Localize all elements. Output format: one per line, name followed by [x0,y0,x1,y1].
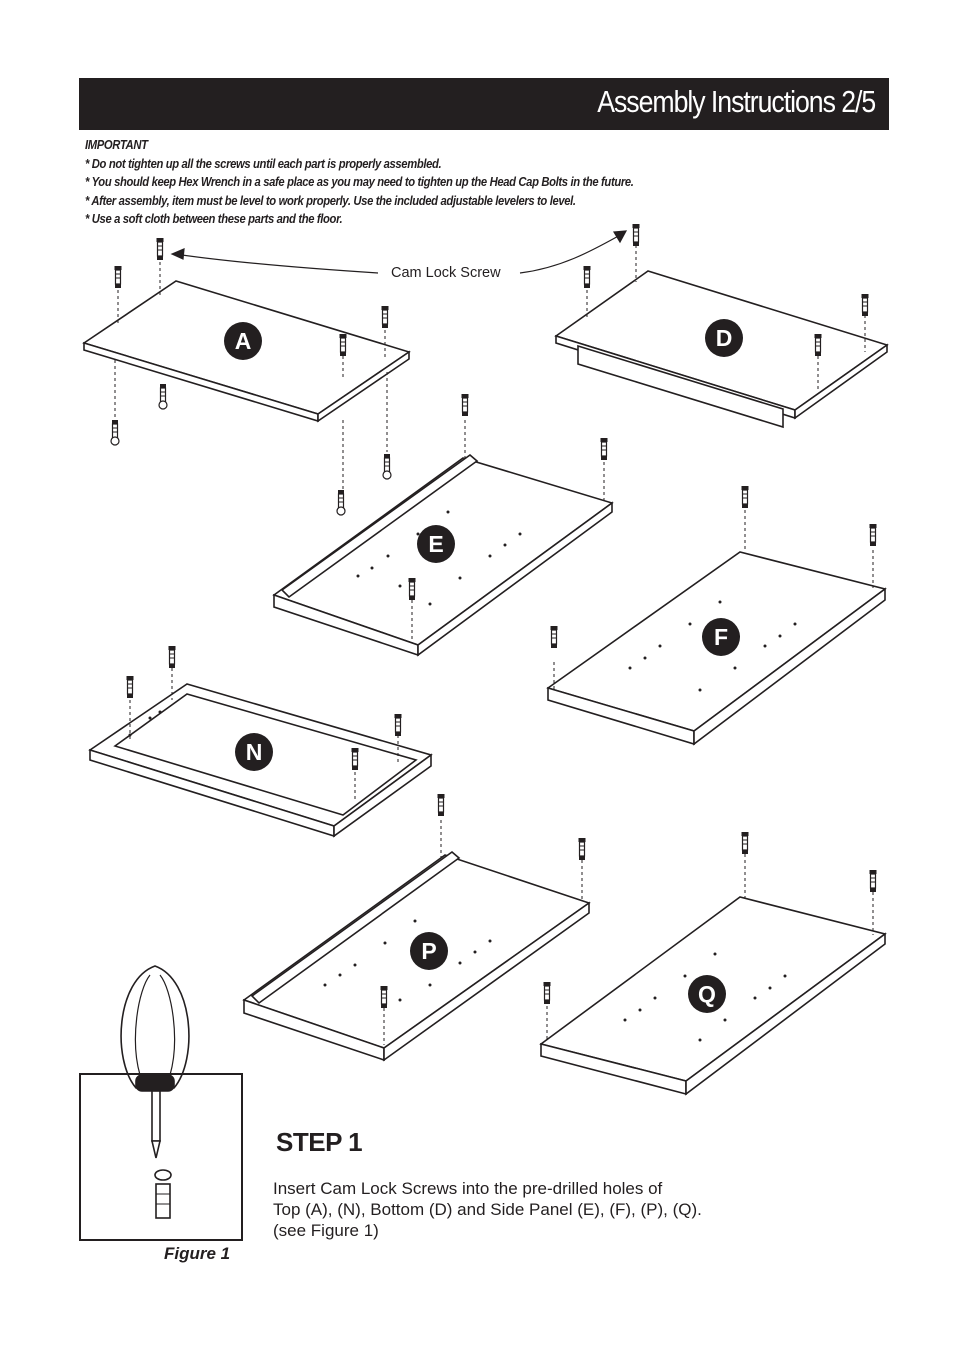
page-title: Assembly Instructions 2/5 [597,84,876,119]
part-label-e: E [428,531,444,557]
header-bar: Assembly Instructions 2/5 [79,78,889,130]
step-title: STEP 1 [276,1127,363,1157]
note-item: * After assembly, item must be level to … [85,193,576,208]
part-label-n: N [245,739,263,765]
part-badges [224,319,743,1013]
important-notes: IMPORTANT * Do not tighten up all the sc… [85,136,634,229]
part-label-a: A [234,328,252,354]
note-item: * Use a soft cloth between these parts a… [85,212,343,227]
note-item: * You should keep Hex Wrench in a safe p… [85,175,634,190]
note-item: * Do not tighten up all the screws until… [85,156,442,171]
figure-1-frame [79,1073,243,1241]
step-instructions: Insert Cam Lock Screws into the pre-dril… [273,1178,793,1241]
part-label-q: Q [698,981,716,1007]
notes-heading: IMPORTANT [85,138,148,152]
step-line: (see Figure 1) [273,1221,379,1240]
part-label-f: F [713,624,729,650]
figure-caption: Figure 1 [164,1244,231,1263]
guide-lines [114,245,874,1045]
part-label-d: D [715,325,733,351]
step-line: Top (A), (N), Bottom (D) and Side Panel … [273,1200,702,1219]
step-line: Insert Cam Lock Screws into the pre-dril… [273,1179,663,1198]
pre-drilled-holes [128,510,797,1042]
cam-lock-screw-label: Cam Lock Screw [391,265,501,281]
part-label-p: P [421,938,437,964]
screwdriver-illustration [120,965,190,1219]
callout-arrows [170,230,628,274]
